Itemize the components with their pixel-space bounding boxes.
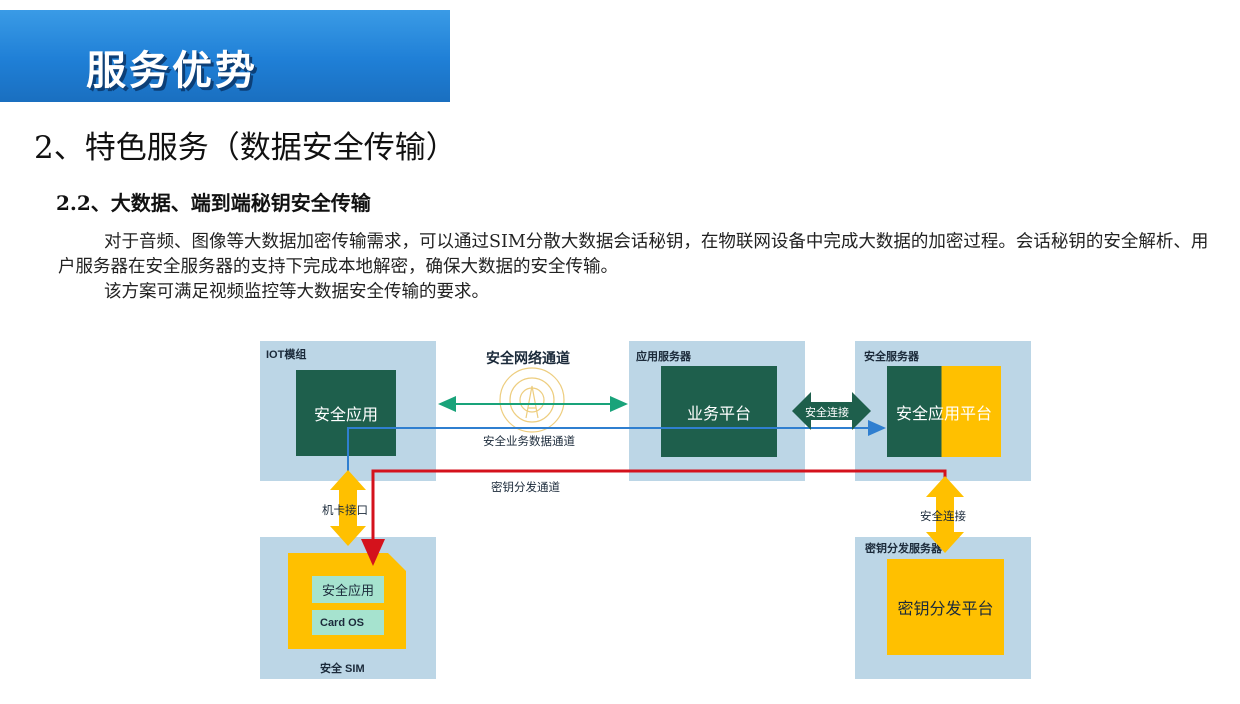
key-distribution-channel-label: 密钥分发通道	[491, 482, 560, 494]
business-platform-box: 业务平台	[661, 366, 777, 457]
iot-secure-app-box: 安全应用	[296, 370, 396, 456]
secure-sim-label: 安全 SIM	[320, 663, 365, 675]
secure-connection-h-label: 安全连接	[805, 407, 849, 419]
sim-secure-app-box: 安全应用	[312, 576, 384, 603]
antenna-icon	[499, 367, 565, 433]
business-data-line	[347, 420, 886, 537]
secure-connection-v-arrow	[926, 476, 964, 553]
title-banner: 服务优势	[0, 10, 450, 102]
key-platform-box: 密钥分发平台	[887, 559, 1004, 655]
business-data-channel-label: 安全业务数据通道	[483, 436, 575, 448]
security-server-label: 安全服务器	[864, 351, 919, 363]
section-subheading: 2.2、大数据、端到端秘钥安全传输	[56, 191, 371, 215]
card-interface-arrow	[330, 470, 366, 546]
description-paragraph: 对于音频、图像等大数据加密传输需求，可以通过SIM分散大数据会话秘钥，在物联网设…	[58, 230, 1224, 305]
paragraph-line-1: 对于音频、图像等大数据加密传输需求，可以通过SIM分散大数据会话秘钥，在物联网设…	[58, 232, 1209, 277]
secure-app-platform-label: 安全应用平台	[895, 405, 992, 423]
card-interface-label: 机卡接口	[322, 505, 368, 517]
secure-connection-v-label: 安全连接	[920, 511, 966, 523]
card-os-box: Card OS	[312, 610, 384, 635]
app-server-label: 应用服务器	[636, 351, 691, 363]
section-heading: 2、特色服务（数据安全传输）	[34, 130, 457, 166]
secure-app-platform-box: 安全应用平台	[887, 366, 1001, 457]
key-distribution-line	[361, 469, 947, 566]
secure-network-channel-label: 安全网络通道	[486, 350, 570, 366]
paragraph-line-2: 该方案可满足视频监控等大数据安全传输的要求。	[104, 282, 489, 302]
iot-module-label: IOT模组	[266, 349, 307, 361]
banner-title: 服务优势	[86, 48, 258, 94]
secure-connection-h-arrow	[792, 392, 871, 430]
key-server-label: 密钥分发服务器	[865, 543, 942, 555]
